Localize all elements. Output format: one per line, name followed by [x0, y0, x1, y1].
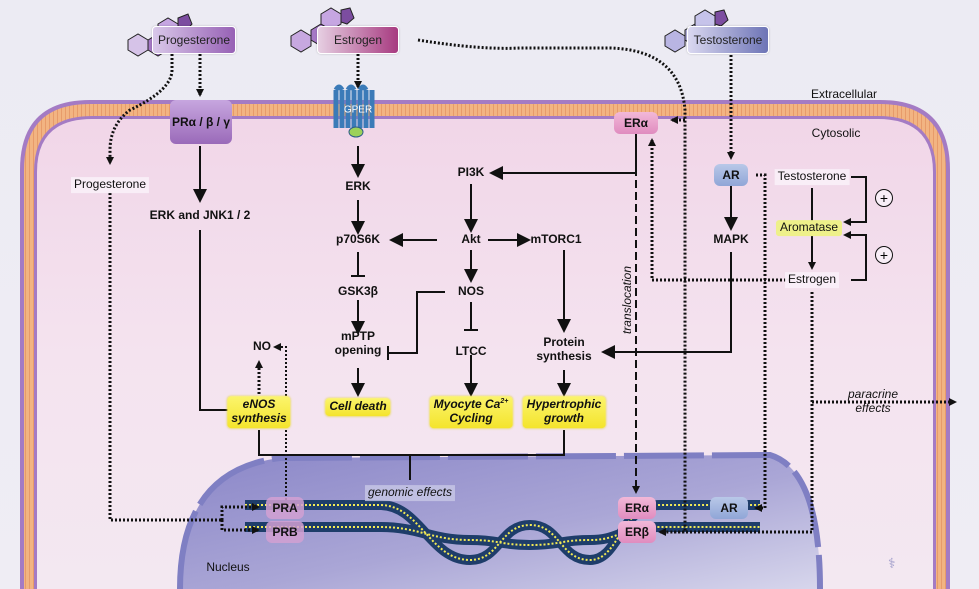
cell-death-outcome: Cell death	[325, 398, 391, 416]
pra-receptor: PRA	[266, 497, 304, 519]
akt-node: Akt	[461, 232, 481, 247]
progesterone-label: Progesterone	[157, 33, 231, 47]
positive-feedback-icon: +	[875, 189, 893, 207]
gper-receptor-icon	[333, 84, 375, 138]
pra-label: PRA	[272, 501, 298, 515]
myocyte-line2: Cycling	[449, 411, 493, 425]
hypertrophic-line2: growth	[544, 411, 584, 425]
testosterone-cytosolic-node: Testosterone	[774, 169, 850, 185]
estrogen-label: Estrogen	[333, 33, 383, 47]
genomic-effects-label: genomic effects	[364, 485, 456, 501]
mptp-line1: mPTP	[340, 329, 376, 344]
aromatase-node: Aromatase	[775, 220, 843, 236]
er-beta-nuclear-label: ERβ	[625, 525, 649, 539]
ar-nuclear-label: AR	[720, 501, 738, 515]
progesterone-hormone-box: Progesterone	[152, 26, 236, 54]
positive-feedback-icon: +	[875, 246, 893, 264]
enos-line1: eNOS	[242, 397, 276, 412]
progesterone-cytosolic-node: Progesterone	[70, 177, 150, 193]
p70s6k-node: p70S6K	[335, 232, 381, 247]
no-node: NO	[253, 339, 271, 354]
ar-cytosolic-label: AR	[722, 168, 740, 182]
er-beta-nuclear-receptor: ERβ	[618, 521, 656, 543]
testosterone-hormone-box: Testosterone	[687, 26, 769, 54]
watermark-logo-icon: ⚕	[888, 555, 896, 571]
protein-line2: synthesis	[536, 349, 592, 363]
pi3k-node: PI3K	[457, 165, 485, 180]
enos-line2: synthesis	[231, 411, 287, 425]
pr-membrane-receptor: PRα / β / γ	[170, 100, 232, 144]
gsk3b-node: GSK3β	[337, 284, 379, 299]
erk-jnk-node: ERK and JNK1 / 2	[149, 208, 251, 223]
er-alpha-nuclear-label: ERα	[624, 501, 650, 515]
myocyte-ca-cycling-outcome: Myocyte Ca2+ Cycling	[429, 396, 513, 428]
estrogen-hormone-box: Estrogen	[317, 26, 399, 54]
protein-line1: Protein	[543, 335, 585, 350]
mtorc1-node: mTORC1	[530, 232, 582, 247]
estrogen-cytosolic-node: Estrogen	[784, 272, 840, 288]
ltcc-node: LTCC	[455, 344, 487, 359]
nucleus-label: Nucleus	[206, 560, 250, 575]
hypertrophic-line1: Hypertrophic	[526, 397, 602, 412]
ar-nuclear-receptor: AR	[710, 497, 748, 519]
cytosolic-label: Cytosolic	[811, 126, 861, 141]
nos-node: NOS	[457, 284, 485, 299]
pr-membrane-label: PRα / β / γ	[171, 115, 231, 129]
dotted-arrows	[106, 38, 957, 536]
er-alpha-membrane-receptor: ERα	[614, 112, 658, 134]
myocyte-superscript: 2+	[500, 398, 509, 406]
myocyte-line1: Myocyte Ca	[433, 397, 501, 412]
mptp-line2: opening	[334, 343, 382, 357]
mapk-node: MAPK	[713, 232, 749, 247]
plus-sign: +	[879, 247, 889, 263]
prb-receptor: PRB	[266, 521, 304, 543]
extracellular-label: Extracellular	[810, 87, 878, 102]
nucleus	[177, 451, 823, 589]
er-alpha-nuclear-receptor: ERα	[618, 497, 656, 519]
erk-node: ERK	[345, 179, 371, 194]
ar-cytosolic-receptor: AR	[714, 164, 748, 186]
testosterone-label: Testosterone	[693, 33, 763, 47]
plus-sign: +	[879, 190, 889, 206]
er-alpha-membrane-label: ERα	[623, 116, 649, 130]
prb-label: PRB	[272, 525, 298, 539]
dna-helix	[245, 500, 760, 566]
paracrine-line2: effects	[855, 401, 891, 415]
translocation-label: translocation	[620, 265, 635, 335]
gper-label: GPER	[343, 104, 373, 116]
paracrine-line1: paracrine	[847, 387, 899, 402]
